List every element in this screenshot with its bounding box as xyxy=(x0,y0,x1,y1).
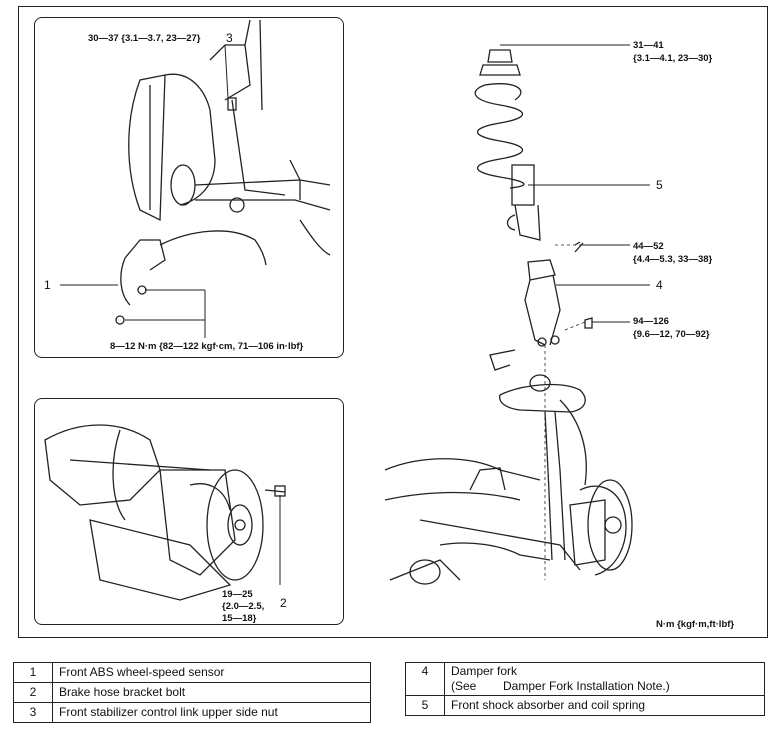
legend-text: Front stabilizer control link upper side… xyxy=(52,702,371,723)
legend-row: 3 Front stabilizer control link upper si… xyxy=(13,702,371,723)
brake-view-drawing xyxy=(44,424,286,601)
torque-label-item3: 30—37 {3.1—3.7, 23—27} xyxy=(88,33,201,44)
callout-2: 2 xyxy=(280,596,287,610)
callout-3: 3 xyxy=(226,31,233,45)
torque-label-item1-line3: 15—18} xyxy=(222,613,257,624)
callout-5: 5 xyxy=(656,178,663,192)
torque-label-item4a-line2: {4.4—5.3, 33—38} xyxy=(633,254,713,265)
legend-row: 2 Brake hose bracket bolt xyxy=(13,682,371,703)
legend-text: Damper fork (See Damper Fork Installatio… xyxy=(444,662,765,696)
legend-row: 1 Front ABS wheel-speed sensor xyxy=(13,662,371,683)
torque-label-item1-line1: 19—25 xyxy=(222,589,253,600)
legend-number: 1 xyxy=(13,662,53,683)
legend-text: Front ABS wheel-speed sensor xyxy=(52,662,371,683)
legend-table-right: 4 Damper fork (See Damper Fork Installat… xyxy=(405,662,765,716)
damper-fork-drawing xyxy=(489,241,593,371)
inset-abs-sensor-view xyxy=(34,17,344,358)
legend-text: Front shock absorber and coil spring xyxy=(444,695,765,716)
units-note: N·m {kgf·m,ft·lbf} xyxy=(656,619,735,630)
torque-label-item1-line2: {2.0—2.5, xyxy=(222,601,265,612)
torque-label-item4b-line2: {9.6—12, 70—92} xyxy=(633,329,710,340)
legend-text-line1: Damper fork xyxy=(451,664,518,678)
diagram-frame xyxy=(18,6,768,638)
callout-1: 1 xyxy=(44,278,51,292)
torque-label-item5-line1: 31—41 xyxy=(633,40,664,51)
inset-brake-bolt-view xyxy=(34,398,344,625)
legend-row: 4 Damper fork (See Damper Fork Installat… xyxy=(405,662,765,696)
legend-number: 5 xyxy=(405,695,445,716)
legend-text-line2: (See Damper Fork Installation Note.) xyxy=(451,679,670,693)
legend-table-left: 1 Front ABS wheel-speed sensor 2 Brake h… xyxy=(13,662,371,723)
legend-row: 5 Front shock absorber and coil spring xyxy=(405,695,765,716)
torque-label-item4a-line1: 44—52 xyxy=(633,241,664,252)
dashed-guides xyxy=(544,244,586,580)
torque-label-item5-line2: {3.1—4.1, 23—30} xyxy=(633,53,713,64)
lower-arm-assembly-drawing xyxy=(384,374,633,585)
leader-lines xyxy=(60,44,650,585)
callout-4: 4 xyxy=(656,278,663,292)
shock-absorber-drawing xyxy=(474,49,541,241)
legend-text: Brake hose bracket bolt xyxy=(52,682,371,703)
torque-label-item2: 8—12 N·m {82—122 kgf·cm, 71—106 in·lbf} xyxy=(110,341,304,352)
abs-view-drawing xyxy=(115,19,331,325)
legend-number: 2 xyxy=(13,682,53,703)
torque-label-item4b-line1: 94—126 xyxy=(633,316,669,327)
legend-number: 4 xyxy=(405,662,445,696)
legend-number: 3 xyxy=(13,702,53,723)
